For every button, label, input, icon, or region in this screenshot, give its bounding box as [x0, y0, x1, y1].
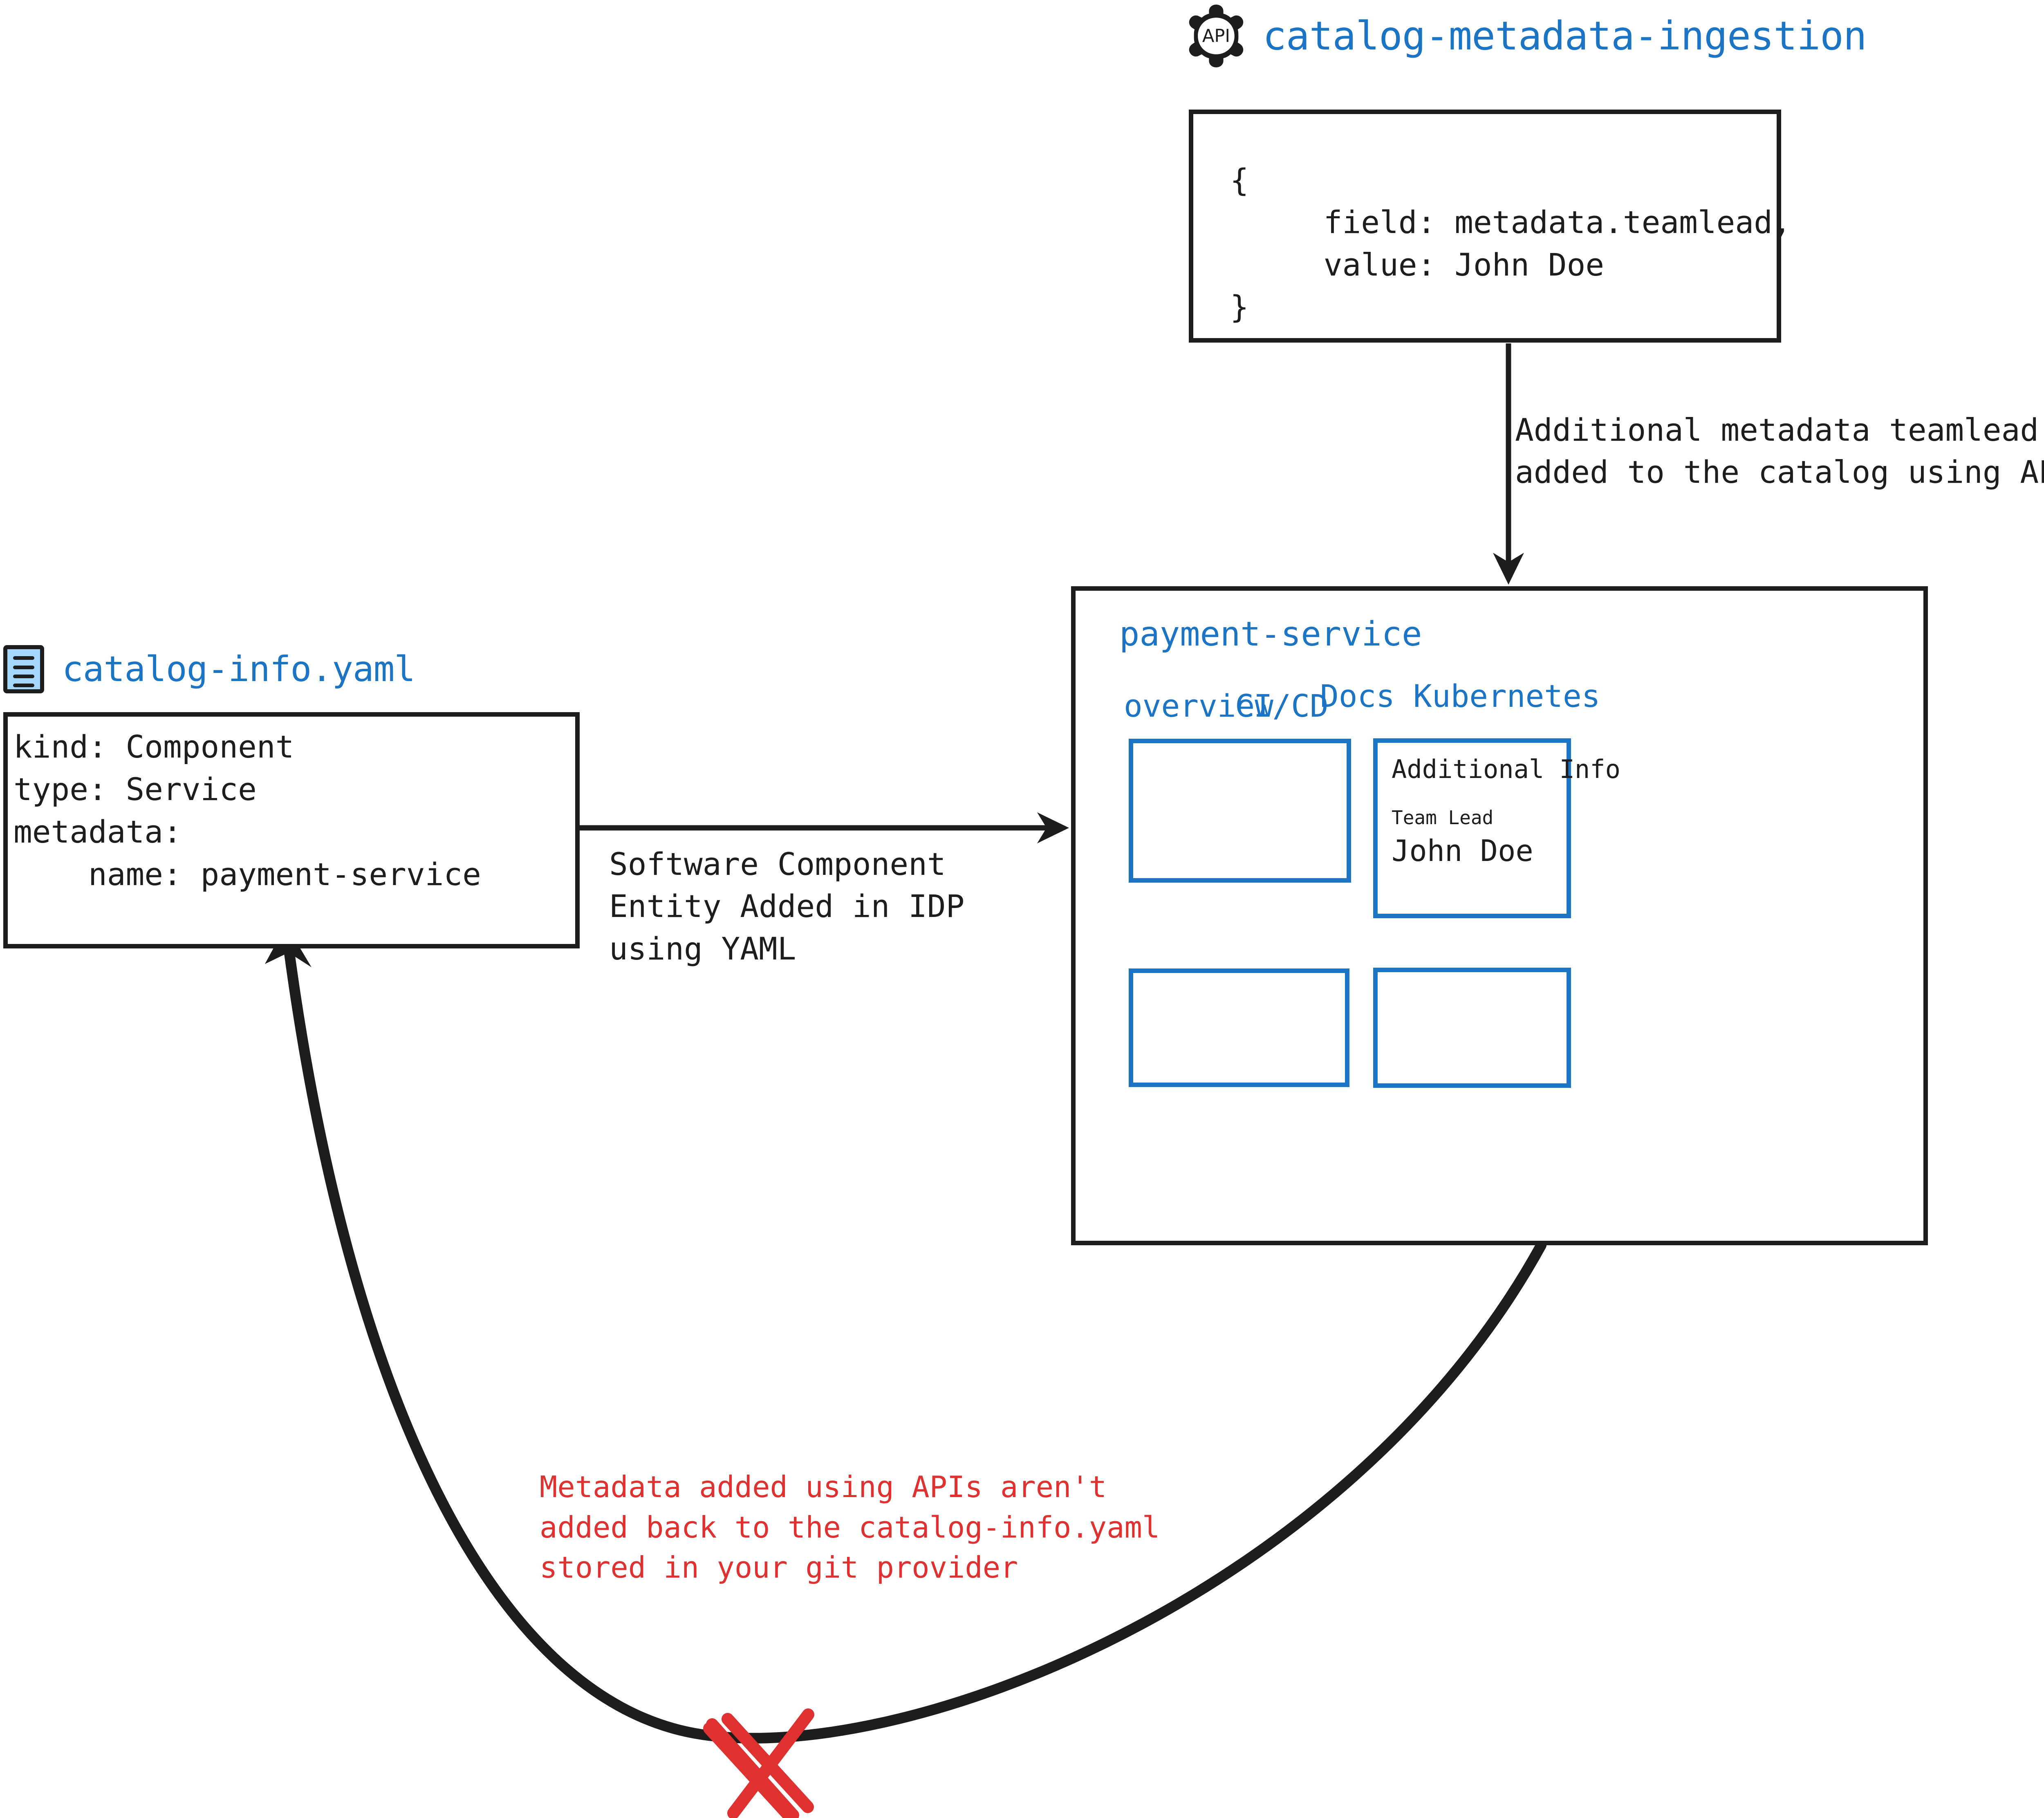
- yaml-to-panel-arrow: [580, 812, 1069, 843]
- yaml-file-title: catalog-info.yaml: [62, 649, 415, 690]
- api-flow-label: Additional metadata teamlead added to th…: [1515, 412, 2044, 491]
- api-payload-code: { field: metadata.teamlead, value: John …: [1230, 162, 1791, 325]
- panel-tab-bar: overview CI/CD Docs Kubernetes: [1076, 673, 1923, 722]
- api-service-header: API catalog-metadata-ingestion: [1183, 3, 1867, 69]
- api-icon-label: API: [1202, 26, 1230, 46]
- yaml-content-box: kind: Component type: Service metadata: …: [3, 712, 580, 948]
- tab-overview[interactable]: overview: [1124, 688, 1274, 724]
- api-payload-box: { field: metadata.teamlead, value: John …: [1189, 110, 1791, 343]
- bottom-right-card[interactable]: [1373, 968, 1571, 1088]
- panel-title: payment-service: [1119, 615, 1422, 654]
- red-x-mark: [703, 1708, 814, 1818]
- yaml-file-header: catalog-info.yaml: [3, 645, 415, 693]
- team-lead-label: Team Lead: [1392, 807, 1494, 829]
- team-lead-value: John Doe: [1392, 834, 1533, 868]
- additional-info-title: Additional Info: [1392, 754, 1620, 784]
- blocked-sync-warning: Metadata added using APIs aren't added b…: [540, 1470, 1160, 1585]
- payment-service-panel: payment-service overview CI/CD Docs Kube…: [1071, 586, 1928, 1245]
- yaml-content-code: kind: Component type: Service metadata: …: [13, 729, 481, 893]
- overview-card[interactable]: [1129, 739, 1351, 883]
- yaml-flow-label: Software Component Entity Added in IDP u…: [609, 846, 965, 967]
- additional-info-card[interactable]: Additional Info Team Lead John Doe: [1373, 738, 1620, 918]
- tab-docs[interactable]: Docs: [1320, 678, 1395, 714]
- yaml-file-icon: [3, 645, 44, 693]
- api-service-title: catalog-metadata-ingestion: [1263, 13, 1867, 59]
- tab-kubernetes[interactable]: Kubernetes: [1413, 678, 1600, 714]
- bottom-left-card[interactable]: [1129, 968, 1349, 1087]
- api-gear-icon: API: [1183, 3, 1249, 69]
- tab-cicd[interactable]: CI/CD: [1235, 688, 1329, 724]
